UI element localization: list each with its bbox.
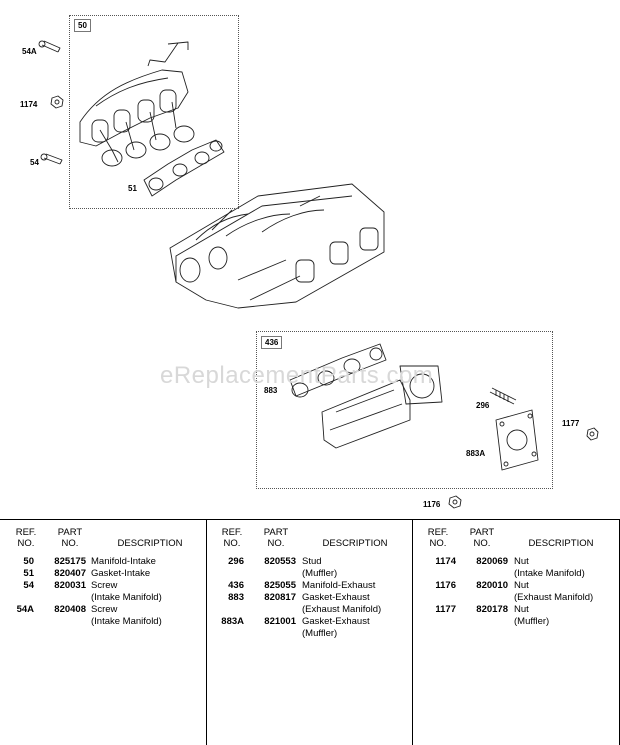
part-description: Screw (Intake Manifold) <box>91 580 162 603</box>
part-description: Gasket-Exhaust (Muffler) <box>302 616 370 639</box>
callout-51: 51 <box>128 184 137 193</box>
part-number: 825175 <box>54 556 86 567</box>
part-number: 820408 <box>54 604 86 615</box>
header-description: DESCRIPTION <box>528 538 594 549</box>
part-number: 820553 <box>264 556 296 567</box>
header-description: DESCRIPTION <box>117 538 183 549</box>
ref-number: 883A <box>221 616 244 627</box>
part-description: Nut (Muffler) <box>514 604 550 627</box>
exploded-parts-diagram: 50 436 54A 1174 54 51 883 296 883A 1177 … <box>20 15 599 509</box>
part-description: Gasket-Intake <box>91 568 151 579</box>
nut-1174-drawing <box>50 95 64 109</box>
part-number: 820069 <box>476 556 508 567</box>
screw-54-drawing <box>40 153 63 165</box>
cylinder-head-drawing <box>169 183 385 309</box>
callout-1174: 1174 <box>20 100 38 109</box>
header-description: DESCRIPTION <box>322 538 388 549</box>
callout-296: 296 <box>476 401 490 410</box>
column-divider <box>412 520 413 745</box>
callout-883: 883 <box>264 386 278 395</box>
callout-883A: 883A <box>466 449 486 458</box>
callout-1177: 1177 <box>562 419 580 428</box>
exhaust-manifold-drawing <box>321 365 443 449</box>
callout-1176: 1176 <box>423 500 441 509</box>
part-number: 821001 <box>264 616 296 627</box>
stud-296-drawing <box>489 387 517 405</box>
intake-manifold-drawing <box>79 41 195 167</box>
nut-1176-drawing <box>448 495 462 509</box>
part-description: Gasket-Exhaust (Exhaust Manifold) <box>302 592 382 615</box>
header-ref-no: REF.NO. <box>221 527 243 549</box>
ref-number: 1176 <box>435 580 456 591</box>
part-description: Nut (Intake Manifold) <box>514 556 585 579</box>
ref-number: 51 <box>23 568 34 579</box>
exhaust-manifold-group-box <box>256 331 553 489</box>
nut-1177-drawing <box>586 427 599 441</box>
part-description: Nut (Exhaust Manifold) <box>514 580 594 603</box>
part-number: 820407 <box>54 568 86 579</box>
intake-manifold-group-box <box>69 15 239 209</box>
watermark: eReplacementParts.com <box>160 362 434 389</box>
intake-gasket-drawing <box>143 139 225 197</box>
ref-number: 883 <box>228 592 244 603</box>
exhaust-gasket-drawing <box>289 343 387 398</box>
muffler-gasket-drawing <box>495 409 539 471</box>
header-ref-no: REF.NO. <box>427 527 449 549</box>
part-number: 820178 <box>476 604 508 615</box>
group-tag-exhaust: 436 <box>261 336 283 349</box>
callout-54: 54 <box>30 158 39 167</box>
part-number: 820817 <box>264 592 296 603</box>
ref-number: 50 <box>23 556 34 567</box>
ref-number: 54 <box>23 580 34 591</box>
ref-number: 296 <box>228 556 244 567</box>
ref-number: 1177 <box>435 604 456 615</box>
callout-54A: 54A <box>22 47 37 56</box>
part-description: Stud (Muffler) <box>302 556 338 579</box>
part-number: 820031 <box>54 580 86 591</box>
part-description: Manifold-Exhaust <box>302 580 376 591</box>
parts-illustration <box>38 40 599 509</box>
header-ref-no: REF.NO. <box>15 527 37 549</box>
ref-number: 54A <box>16 604 34 615</box>
part-number: 820010 <box>476 580 508 591</box>
screw-54a-drawing <box>38 40 61 53</box>
part-number: 825055 <box>264 580 296 591</box>
column-divider <box>206 520 207 745</box>
part-description: Screw (Intake Manifold) <box>91 604 162 627</box>
part-description: Manifold-Intake <box>91 556 156 567</box>
group-tag-intake: 50 <box>74 19 91 32</box>
ref-number: 436 <box>228 580 244 591</box>
ref-number: 1174 <box>435 556 456 567</box>
